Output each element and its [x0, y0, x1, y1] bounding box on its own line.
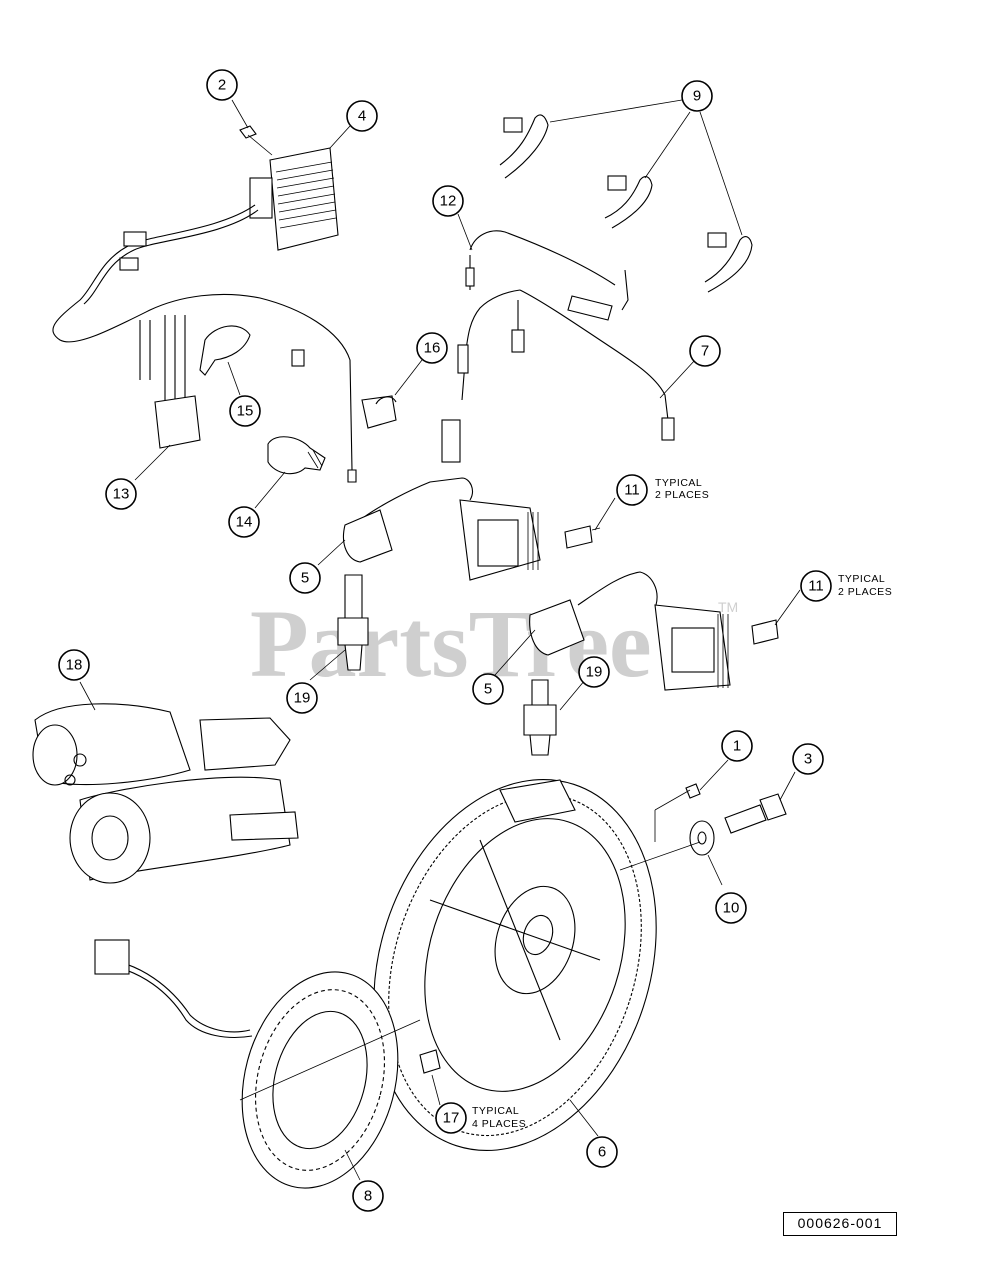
svg-text:6: 6 [598, 1144, 606, 1161]
flywheel-part [373, 778, 657, 1152]
note-places: 4 PLACES [472, 1118, 526, 1130]
callout-7: 7 [689, 335, 721, 367]
callout-9: 9 [681, 80, 713, 112]
svg-text:13: 13 [113, 486, 130, 503]
callout-8: 8 [352, 1180, 384, 1212]
svg-text:16: 16 [424, 340, 441, 357]
upper-ignition-coil-part [337, 477, 601, 671]
note-places: 2 PLACES [655, 489, 709, 501]
watermark-tm: TM [718, 599, 738, 615]
svg-text:3: 3 [804, 751, 812, 768]
svg-text:11: 11 [624, 482, 640, 499]
ignition-harness-part [441, 230, 675, 463]
lower-ignition-coil-part [523, 571, 779, 756]
callout-12: 12 [432, 185, 464, 217]
note-typical: TYPICAL [838, 573, 885, 585]
note-places: 2 PLACES [838, 586, 892, 598]
wiring-harness-part [52, 204, 357, 483]
note-callout-11-lower: TYPICAL 2 PLACES [838, 573, 892, 598]
svg-text:10: 10 [723, 900, 740, 917]
callout-16: 16 [416, 332, 448, 364]
svg-text:7: 7 [701, 343, 709, 360]
svg-text:5: 5 [301, 570, 309, 587]
leader-lines [79, 99, 801, 1181]
svg-text:19: 19 [586, 664, 603, 681]
callout-11-upper: 11 [616, 474, 648, 506]
regulator-part [239, 125, 339, 251]
callout-3: 3 [792, 743, 824, 775]
stator-part [94, 939, 441, 1189]
callout-1: 1 [721, 730, 753, 762]
starter-motor-part [32, 703, 299, 884]
callout-14: 14 [228, 506, 260, 538]
svg-text:18: 18 [66, 657, 83, 674]
svg-text:19: 19 [294, 690, 311, 707]
callout-6: 6 [586, 1136, 618, 1168]
svg-text:17: 17 [443, 1110, 460, 1127]
callout-4: 4 [346, 100, 378, 132]
callout-13: 13 [105, 478, 137, 510]
svg-text:5: 5 [484, 681, 492, 698]
note-callout-11-upper: TYPICAL 2 PLACES [655, 477, 709, 501]
callout-11-lower: 11 [800, 570, 832, 602]
svg-text:11: 11 [808, 578, 824, 595]
flywheel-hardware-part [619, 783, 787, 871]
svg-text:2: 2 [218, 77, 226, 94]
diagram-reference-code: 000626-001 [783, 1212, 897, 1236]
callout-19-left: 19 [286, 682, 318, 714]
callout-15: 15 [229, 395, 261, 427]
callout-5-upper: 5 [289, 562, 321, 594]
svg-text:4: 4 [358, 108, 366, 125]
svg-text:9: 9 [693, 88, 701, 105]
wire-leads-part [499, 114, 753, 293]
callout-18: 18 [58, 649, 90, 681]
svg-text:8: 8 [364, 1188, 372, 1205]
clip-part [361, 395, 397, 429]
svg-text:15: 15 [237, 403, 254, 420]
svg-text:1: 1 [733, 738, 741, 755]
callout-5-lower: 5 [472, 673, 504, 705]
pressure-switch-part [267, 436, 326, 475]
note-typical: TYPICAL [655, 477, 702, 489]
note-typical: TYPICAL [472, 1105, 519, 1117]
callout-17: 17 [435, 1102, 467, 1134]
svg-text:14: 14 [236, 514, 253, 531]
callout-19-right: 19 [578, 656, 610, 688]
svg-text:12: 12 [440, 193, 457, 210]
callout-10: 10 [715, 892, 747, 924]
note-callout-17: TYPICAL 4 PLACES [472, 1105, 526, 1130]
callout-2: 2 [206, 69, 238, 101]
